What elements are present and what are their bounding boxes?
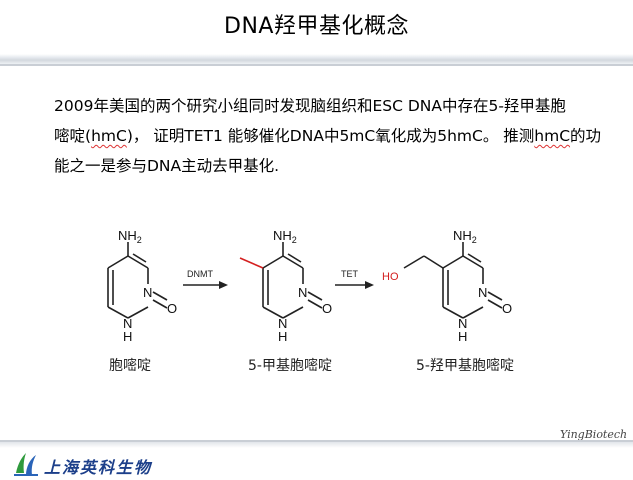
oxygen-label-2: O [322, 301, 332, 316]
caption-5hmc: 5-羟甲基胞嘧啶 [416, 358, 514, 374]
hmc-term-2: hmC [534, 127, 571, 145]
methylcytosine-structure [239, 242, 323, 319]
line2-post: 的功 [570, 127, 602, 145]
amine-label-1: NH2 [118, 228, 142, 245]
nitrogen-label-1: N [143, 285, 152, 300]
company-logo-icon [14, 453, 38, 476]
ring-h-label-3: H [458, 329, 467, 344]
hmc-term: hmC [91, 127, 127, 145]
line2-mid: )， 证明TET1 能够催化DNA中5mC氧化成为5hmC。 推测 [126, 127, 535, 145]
slide-title: DNA羟甲基化概念 [224, 14, 409, 39]
top-divider-line [0, 64, 633, 66]
company-name: 上海英科生物 [44, 458, 153, 477]
line2-pre: 嘧啶( [54, 127, 92, 145]
ring-n-label-1: N [123, 316, 132, 331]
nitrogen-label-3: N [478, 285, 487, 300]
paragraph-line-3: 能之一是参与DNA主动去甲基化. [54, 157, 280, 175]
hydroxyl-label: HO [382, 271, 399, 283]
paragraph-line-2: 嘧啶(hmC)， 证明TET1 能够催化DNA中5mC氧化成为5hmC。 推测h… [54, 121, 614, 151]
paragraph-line-1: 2009年美国的两个研究小组同时发现脑组织和ESC DNA中存在5-羟甲基胞 [54, 97, 566, 115]
top-divider [0, 54, 633, 64]
hydroxymethylcytosine-structure [403, 242, 503, 319]
ring-n-label-2: N [278, 316, 287, 331]
intro-paragraph: 2009年美国的两个研究小组同时发现脑组织和ESC DNA中存在5-羟甲基胞 嘧… [54, 91, 614, 181]
dnmt-label: DNMT [187, 269, 213, 279]
amine-label-3: NH2 [453, 228, 477, 245]
cytosine-structure [107, 242, 168, 319]
tet-label: TET [341, 269, 359, 279]
arrow-head-dnmt [219, 281, 228, 289]
caption-cytosine: 胞嘧啶 [109, 358, 151, 374]
ring-n-label-3: N [458, 316, 467, 331]
bottom-divider-shade [0, 442, 633, 448]
brand-watermark: YingBiotech [560, 428, 628, 441]
nitrogen-label-2: N [298, 285, 307, 300]
arrow-head-tet [365, 281, 374, 289]
oxygen-label-1: O [167, 301, 177, 316]
ring-h-label-2: H [278, 329, 287, 344]
bottom-divider [0, 440, 633, 442]
methyl-bond [239, 257, 264, 269]
ring-h-label-1: H [123, 329, 132, 344]
caption-5mc: 5-甲基胞嘧啶 [248, 358, 332, 374]
oxygen-label-3: O [502, 301, 512, 316]
amine-label-2: NH2 [273, 228, 297, 245]
